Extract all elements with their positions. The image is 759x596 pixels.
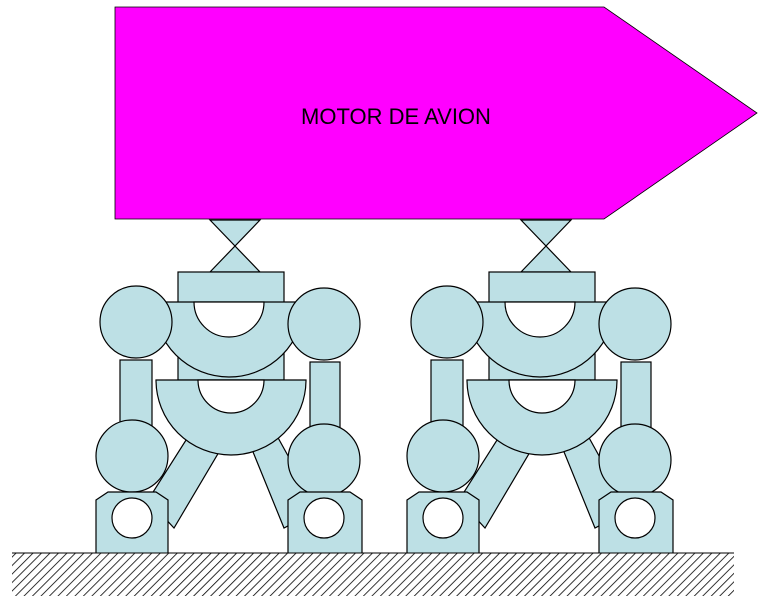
right-mount — [406, 219, 674, 556]
engine-body — [114, 6, 758, 220]
engine-label: MOTOR DE AVION — [301, 104, 491, 129]
figure-caption — [112, 577, 712, 596]
ground-hatch — [12, 553, 734, 596]
left-mount — [95, 219, 363, 556]
